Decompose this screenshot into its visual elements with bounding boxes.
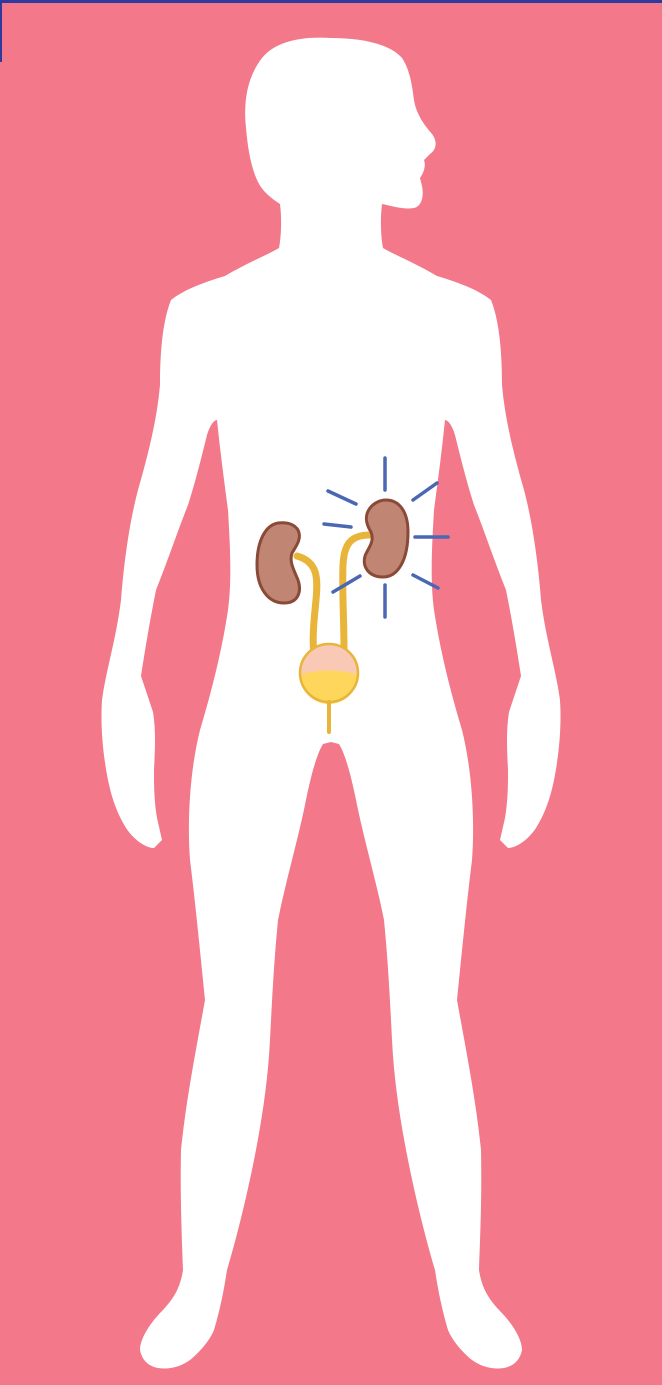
frame-top-border [0,0,662,3]
frame-left-accent [0,0,2,62]
right-kidney [364,500,408,577]
